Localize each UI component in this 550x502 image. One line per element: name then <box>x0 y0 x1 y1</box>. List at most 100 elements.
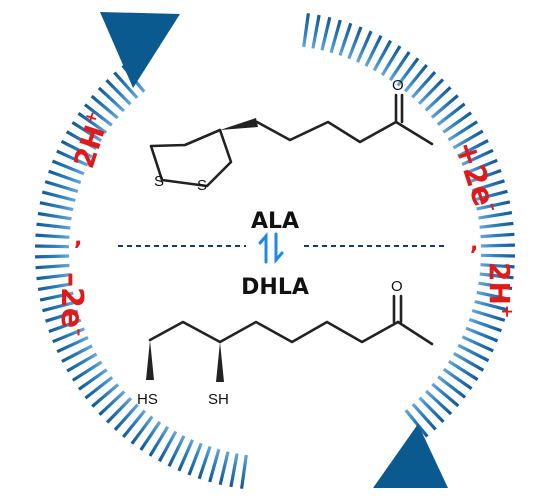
arc-stripe <box>302 13 310 48</box>
arc-stripe <box>465 158 498 175</box>
arc-stripe <box>447 120 479 142</box>
arc-stripe <box>338 22 353 57</box>
arc-stripe <box>52 327 85 344</box>
dhla-wedge-bond-1 <box>146 340 154 380</box>
arc-stripe <box>36 273 71 281</box>
arc-stripe <box>453 352 485 372</box>
arc-stripe <box>418 396 445 424</box>
left-separator-mark: , <box>74 226 82 251</box>
arc-stripe <box>71 121 102 142</box>
dhla-oxygen: O <box>391 278 403 295</box>
arc-stripe <box>417 78 445 105</box>
arc-stripe <box>364 34 383 67</box>
arc-stripe <box>380 45 402 77</box>
arc-stripe <box>424 86 452 112</box>
arc-stripe <box>167 435 186 468</box>
arc-stripe <box>471 308 506 322</box>
arc-stripe <box>474 299 509 312</box>
arc-stripe <box>457 343 490 363</box>
arc-stripe <box>157 430 178 463</box>
arc-stripe <box>97 86 125 113</box>
ala-sulfur-2: S <box>197 177 207 194</box>
arc-stripe <box>329 19 342 54</box>
bottom-arrowhead-icon <box>373 424 448 488</box>
arc-stripe <box>311 14 321 49</box>
dhla-wedge-bond-2 <box>216 342 224 382</box>
ala-structure: S S O <box>149 77 434 194</box>
arc-stripe <box>60 139 93 159</box>
arc-stripe <box>122 409 147 439</box>
arc-stripe <box>48 318 82 334</box>
arc-stripe <box>320 16 332 51</box>
left-bottom-electron-sup: – <box>70 328 89 336</box>
svg-text:+2e–: +2e– <box>447 137 503 219</box>
arc-stripe <box>105 78 132 106</box>
arc-stripe <box>471 179 505 193</box>
right-bottom-proton-text: 2H <box>483 262 516 305</box>
arc-stripe <box>218 451 230 486</box>
arc-stripe <box>35 263 70 270</box>
arc-stripe <box>37 282 72 291</box>
arc-stripe <box>35 254 70 259</box>
arc-stripe <box>177 439 194 472</box>
arc-stripe <box>139 420 162 451</box>
arc-stripe <box>468 317 502 333</box>
arc-stripe <box>208 448 221 483</box>
arc-stripe <box>476 200 511 211</box>
arc-stripe <box>113 71 139 99</box>
arc-stripe <box>56 335 89 354</box>
arc-stripe <box>465 326 499 343</box>
left-bottom-electron-sign: – <box>54 272 89 287</box>
arc-stripe <box>39 201 74 212</box>
arc-stripe <box>48 169 82 185</box>
arc-stripe <box>56 149 89 167</box>
arc-stripe <box>61 344 93 363</box>
dhla-structure: HS SH O <box>137 278 434 408</box>
arc-stripe <box>372 39 393 72</box>
left-top-proton-label: 2H+ <box>66 108 116 172</box>
arc-stripe <box>431 382 460 408</box>
arc-stripe <box>430 94 459 119</box>
arc-stripe <box>36 222 71 230</box>
arc-stripe <box>461 148 494 167</box>
arc-stripe <box>436 102 466 126</box>
arc-stripe <box>425 389 453 416</box>
arc-stripe <box>474 189 508 202</box>
arc-stripe <box>71 360 103 382</box>
arc-stripe <box>41 190 76 203</box>
arc-stripe <box>480 253 515 258</box>
arc-stripe <box>197 445 212 480</box>
left-top-proton-text: 2H <box>67 121 112 172</box>
arc-stripe <box>476 290 511 301</box>
arc-stripe <box>77 111 108 135</box>
arc-stripe <box>35 244 70 249</box>
left-bottom-electron-label: –2e– <box>54 272 89 336</box>
arc-stripe <box>479 272 514 280</box>
arc-stripe <box>90 94 119 120</box>
arc-stripe <box>480 232 515 239</box>
arc-stripe <box>478 211 513 220</box>
svg-text:2H+: 2H+ <box>66 108 116 172</box>
dhla-thiol-1: HS <box>137 391 158 408</box>
arc-stripe <box>411 71 437 99</box>
ala-wedge-bond <box>220 118 258 130</box>
arc-stripe <box>461 335 494 353</box>
arc-stripe <box>437 375 467 399</box>
arc-stripe <box>77 368 108 391</box>
arc-stripe <box>478 281 513 291</box>
right-top-electron-label: +2e– <box>447 137 503 219</box>
arc-stripe <box>442 367 473 391</box>
ala-oxygen: O <box>392 77 404 94</box>
arc-stripe <box>65 130 97 150</box>
top-arrowhead-icon <box>100 12 180 88</box>
arc-stripe <box>51 159 85 176</box>
arc-stripe <box>356 30 373 63</box>
arc-stripe <box>240 454 248 489</box>
arc-stripe <box>39 291 74 302</box>
arc-stripe <box>44 180 79 194</box>
arc-stripe <box>411 403 437 431</box>
arc-stripe <box>388 51 411 82</box>
arc-stripe <box>148 425 170 457</box>
arc-stripe <box>403 63 428 93</box>
